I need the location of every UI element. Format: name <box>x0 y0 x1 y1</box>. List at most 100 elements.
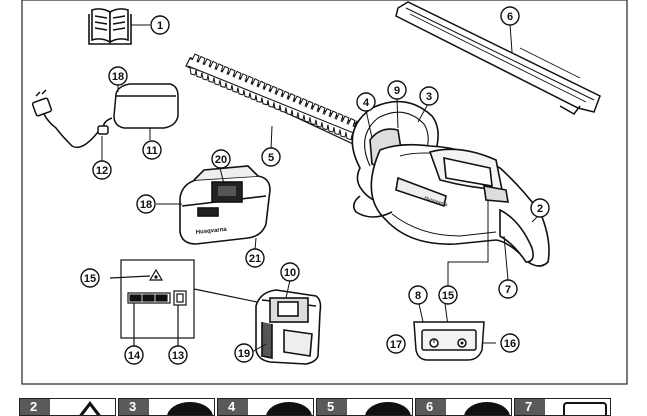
callout-c2: 2 <box>530 198 550 218</box>
warning-triangle-icon <box>70 401 110 415</box>
blade-tooth <box>243 90 251 98</box>
callout-c7: 7 <box>498 279 518 299</box>
callout-number: 6 <box>507 11 513 23</box>
callout-circle <box>142 140 162 160</box>
blade-tooth <box>347 117 356 127</box>
symbol-cell-6: 6 <box>415 398 512 416</box>
callout-circle <box>500 6 520 26</box>
callout-number: 4 <box>363 97 370 109</box>
callout-number: 11 <box>146 145 158 157</box>
blade-tooth <box>323 107 332 117</box>
symbol-number: 2 <box>20 399 50 415</box>
battery-charger <box>179 165 271 245</box>
callout-c12: 12 <box>92 160 112 180</box>
blade-tooth <box>275 88 284 97</box>
callout-circle <box>419 86 439 106</box>
charger-brand-label: Husqvarna <box>196 227 228 236</box>
blade-tooth <box>291 110 299 118</box>
trimmer-body <box>351 100 550 267</box>
callout-circle <box>136 194 156 214</box>
callout-circle <box>108 66 128 86</box>
callout-circle <box>92 160 112 180</box>
symbol-cell-5: 5 <box>316 398 413 416</box>
no-rain-icon <box>464 402 510 415</box>
callout-circle <box>356 92 376 112</box>
blade-tooth <box>249 92 257 101</box>
blade-tooth <box>225 82 233 91</box>
callout-number: 8 <box>415 290 421 302</box>
blade-tooth <box>207 75 215 84</box>
callout-circle <box>386 334 406 354</box>
callout-c16: 16 <box>500 333 520 353</box>
callout-c6: 6 <box>500 6 520 26</box>
diagram-frame <box>21 0 628 385</box>
blade-tooth <box>231 85 239 93</box>
callout-c9: 9 <box>387 80 407 100</box>
blade-tooth <box>287 93 296 102</box>
blade-tooth <box>315 120 323 128</box>
blade-tooth <box>201 72 209 81</box>
callout-number: 1 <box>157 20 163 32</box>
callout-c8: 8 <box>408 285 428 305</box>
callout-c15a: 15 <box>438 285 458 305</box>
callout-c17: 17 <box>386 334 406 354</box>
blade-tooth <box>341 115 350 125</box>
symbol-number: 3 <box>119 399 149 415</box>
callout-circle <box>234 343 254 363</box>
blade-tooth <box>303 115 311 123</box>
callout-c1: 1 <box>150 15 170 35</box>
blade-tooth <box>255 95 263 103</box>
callout-number: 18 <box>112 71 124 83</box>
callout-circle <box>245 248 265 268</box>
blade-tooth <box>219 80 227 89</box>
callout-circle <box>438 285 458 305</box>
callout-number: 13 <box>172 350 184 362</box>
blade-tooth <box>281 90 290 100</box>
blade-tooth <box>321 122 329 131</box>
manual-book-icon <box>88 8 132 45</box>
callout-number: 20 <box>215 154 227 166</box>
callout-c15b: 15 <box>80 268 100 288</box>
callout-circle <box>500 333 520 353</box>
callout-number: 7 <box>505 284 511 296</box>
callout-number: 15 <box>84 273 96 285</box>
callout-circle <box>408 285 428 305</box>
symbol-number: 4 <box>218 399 248 415</box>
blade-tooth <box>195 70 203 79</box>
blade-tooth <box>227 68 236 78</box>
blade-tooth <box>329 110 338 120</box>
blade-tooth <box>327 125 335 133</box>
callout-c14: 14 <box>124 345 144 365</box>
charger-leaders <box>156 167 257 251</box>
callout-c11: 11 <box>142 140 162 160</box>
read-manual-icon <box>167 402 213 415</box>
blade-tooth <box>263 83 272 92</box>
blade-tooth <box>189 67 197 76</box>
callout-circle <box>124 345 144 365</box>
symbol-number: 7 <box>515 399 545 415</box>
callout-number: 21 <box>249 253 261 265</box>
callout-number: 9 <box>394 85 400 97</box>
callout-number: 10 <box>284 267 296 279</box>
blade-tooth <box>215 63 224 73</box>
callout-number: 19 <box>238 348 250 360</box>
blade-tooth <box>273 102 281 111</box>
callout-circle <box>211 149 231 169</box>
blade-tooth <box>203 58 212 68</box>
callout-c21: 21 <box>245 248 265 268</box>
callout-c4: 4 <box>356 92 376 112</box>
callout-circle <box>168 345 188 365</box>
callout-number: 15 <box>442 290 454 302</box>
blade-tooth <box>237 87 245 96</box>
blade-guard <box>395 1 601 115</box>
callout-circle <box>387 80 407 100</box>
battery-pack <box>255 289 322 365</box>
gloves-icon <box>365 402 411 415</box>
callout-c20: 20 <box>211 149 231 169</box>
control-panel-detail <box>413 321 485 361</box>
callout-c10: 10 <box>280 262 300 282</box>
blade-tooth <box>285 107 293 116</box>
blade-tooth <box>309 117 317 126</box>
callout-number: 17 <box>390 339 402 351</box>
